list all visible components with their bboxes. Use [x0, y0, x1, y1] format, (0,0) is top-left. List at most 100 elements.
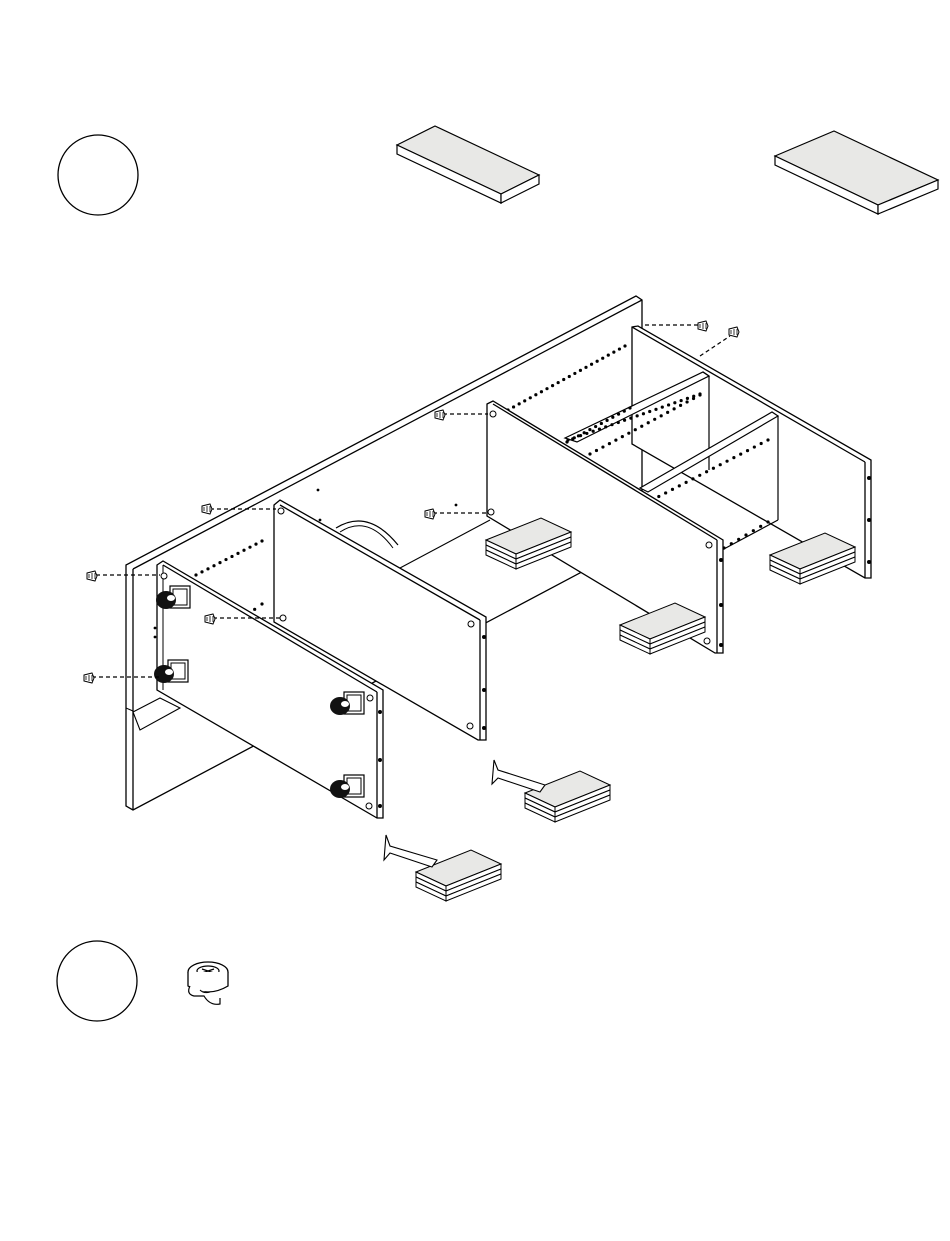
- dowel-hole: [759, 525, 762, 528]
- dowel-hole: [629, 416, 632, 419]
- dowel-hole: [260, 539, 263, 542]
- dowel-screw-icon: [87, 571, 97, 581]
- dowel-screw-icon: [435, 410, 445, 420]
- dowel-hole: [585, 432, 588, 435]
- dowel-hole: [588, 428, 591, 431]
- dowel-hole: [640, 425, 643, 428]
- insert-direction-arrow-icon: [384, 835, 437, 867]
- dowel-hole: [455, 504, 458, 507]
- dowel-hole: [319, 519, 322, 522]
- dowel-hole: [568, 375, 571, 378]
- dowel-screw-icon: [84, 673, 94, 683]
- dowel-hole: [557, 381, 560, 384]
- dowel-hole: [577, 434, 580, 437]
- dowel-hole: [230, 555, 233, 558]
- dowel-hole: [598, 427, 601, 430]
- dowel-hole: [623, 419, 626, 422]
- dowel-hole: [660, 414, 663, 417]
- dowel-hole: [611, 416, 614, 419]
- dowel-screw-icon: [425, 509, 435, 519]
- dowel-hole: [518, 402, 521, 405]
- dowel-hole: [523, 399, 526, 402]
- dowel-hole: [618, 347, 621, 350]
- dowel-hole: [648, 410, 651, 413]
- dowel-hole: [667, 403, 670, 406]
- shelf-board-left: [397, 126, 539, 203]
- dowel-hole: [766, 438, 769, 441]
- dowel-hole: [254, 542, 257, 545]
- dowel-hole: [224, 558, 227, 561]
- dowel-hole: [529, 396, 532, 399]
- dowel-hole: [534, 393, 537, 396]
- dowel-hole: [657, 495, 660, 498]
- dowel-hole: [725, 460, 728, 463]
- dowel-hole: [666, 411, 669, 414]
- dowel-hole: [253, 608, 256, 611]
- dowel-hole: [617, 421, 620, 424]
- dowel-hole: [571, 437, 574, 440]
- dowel-hole: [236, 552, 239, 555]
- dowel-hole: [623, 344, 626, 347]
- dowel-hole: [744, 533, 747, 536]
- dowel-hole: [601, 445, 604, 448]
- dowel-hole: [592, 430, 595, 433]
- dowel-hole: [194, 573, 197, 576]
- dowel-hole: [617, 413, 620, 416]
- dowel-hole: [600, 422, 603, 425]
- dowel-hole: [686, 397, 689, 400]
- dowel-hole: [634, 428, 637, 431]
- dowel-hole: [551, 384, 554, 387]
- dowel-hole: [588, 452, 591, 455]
- dowel-hole: [248, 546, 251, 549]
- dowel-hole: [594, 425, 597, 428]
- dowel-screw-icon: [698, 321, 708, 331]
- dowel-hole: [737, 538, 740, 541]
- dowel-hole: [610, 423, 613, 426]
- dowel-hole: [661, 406, 664, 409]
- shelf-stack-4: [525, 771, 610, 822]
- dowel-hole: [601, 357, 604, 360]
- dowel-hole: [692, 397, 695, 400]
- dowel-hole: [604, 425, 607, 428]
- dowel-hole: [596, 360, 599, 363]
- dowel-hole: [218, 561, 221, 564]
- dowel-hole: [679, 404, 682, 407]
- dowel-hole: [583, 431, 586, 434]
- dowel-hole: [753, 445, 756, 448]
- step-circle-top: [58, 135, 138, 215]
- dowel-hole: [200, 570, 203, 573]
- dowel-hole: [685, 481, 688, 484]
- dowel-hole: [760, 442, 763, 445]
- dowel-screw-icon: [202, 504, 212, 514]
- dowel-hole: [647, 421, 650, 424]
- dowel-hole: [628, 406, 631, 409]
- dowel-hole: [154, 627, 157, 630]
- dowel-hole: [685, 400, 688, 403]
- dowel-hole: [705, 470, 708, 473]
- dowel-hole: [607, 354, 610, 357]
- dowel-hole: [766, 520, 769, 523]
- dowel-hole: [636, 414, 639, 417]
- dowel-hole: [605, 419, 608, 422]
- dowel-hole: [614, 439, 617, 442]
- dowel-hole: [565, 440, 568, 443]
- cam-lock-fitting-icon: [188, 962, 228, 1004]
- dowel-hole: [653, 418, 656, 421]
- dowel-hole: [512, 405, 515, 408]
- dowel-hole: [623, 409, 626, 412]
- dowel-hole: [730, 542, 733, 545]
- dowel-hole: [562, 378, 565, 381]
- dowel-hole: [590, 363, 593, 366]
- shelf-stack-3: [620, 603, 705, 654]
- dowel-hole: [719, 463, 722, 466]
- dowel-hole: [608, 442, 611, 445]
- dowel-hole: [206, 567, 209, 570]
- dowel-hole: [573, 372, 576, 375]
- dowel-hole: [612, 350, 615, 353]
- dowel-hole: [621, 435, 624, 438]
- dowel-hole: [540, 390, 543, 393]
- insert-direction-arrow-icon: [492, 760, 545, 792]
- dowel-hole: [678, 484, 681, 487]
- dowel-hole: [579, 369, 582, 372]
- dowel-hole: [673, 407, 676, 410]
